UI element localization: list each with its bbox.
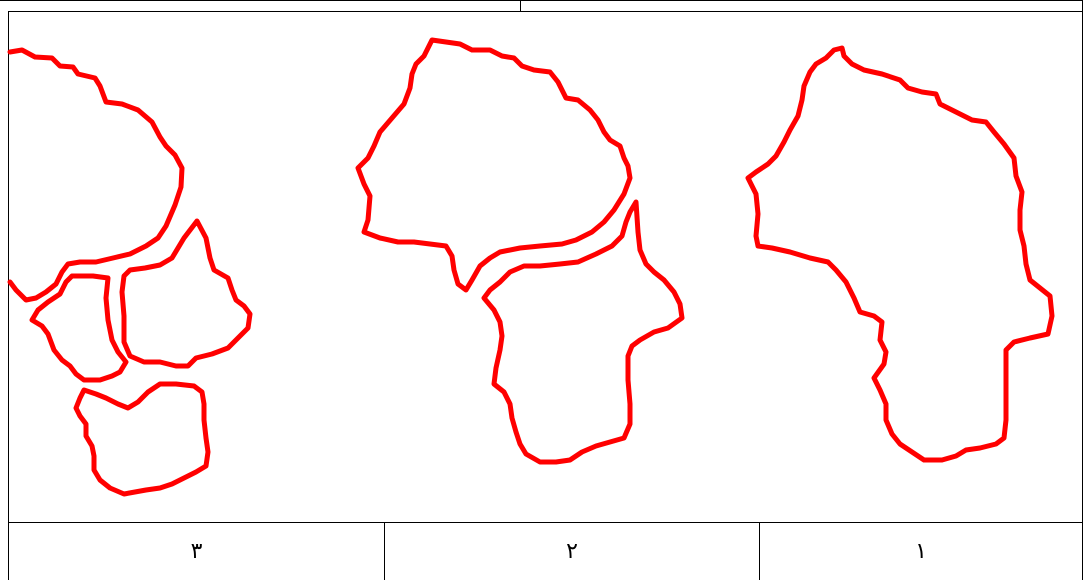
caption-label-1: ١ [915,539,927,564]
panel-3-right-piece-outline [122,221,250,366]
panel-3-large-outline [10,50,182,300]
caption-label-3: ٣ [191,539,203,564]
panel-3-bottom-piece-outline [76,384,208,494]
panel-2-top-outline [358,40,630,290]
caption-cell-3: ٣ [9,523,384,580]
panel-1-outline [748,48,1052,460]
caption-cell-2: ٢ [385,523,759,580]
panel-2-bottom-outline [484,202,682,462]
caption-label-2: ٢ [566,539,578,564]
caption-cell-1: ١ [760,523,1082,580]
